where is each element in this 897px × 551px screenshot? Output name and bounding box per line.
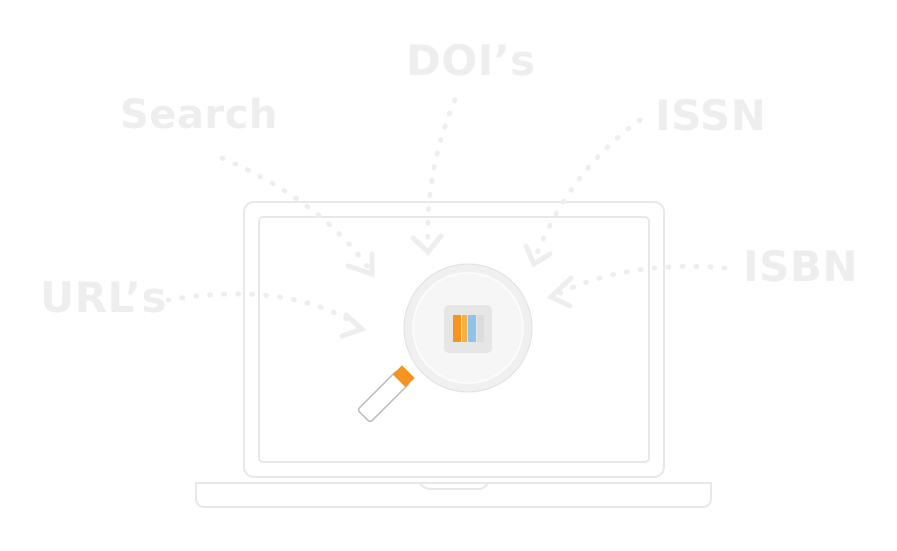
laptop-base (195, 482, 712, 508)
laptop-icon (195, 201, 712, 508)
handle-ring (392, 365, 415, 388)
label-issn: ISSN (655, 91, 767, 140)
arrow-doi (425, 97, 458, 253)
arrow-urls (165, 291, 361, 329)
label-isbn: ISBN (743, 242, 859, 291)
magnifying-glass-icon (357, 263, 533, 423)
lens-glare (412, 272, 524, 384)
arrows (165, 97, 728, 339)
library-books-logo-icon (444, 305, 492, 353)
arrow-isbn (557, 263, 728, 296)
arrow-issn-head (523, 243, 553, 268)
arrow-doi-head (410, 233, 444, 256)
label-urls: URL’s (40, 273, 168, 322)
label-search: Search (120, 92, 278, 138)
laptop-screen (258, 216, 650, 463)
laptop-notch (419, 482, 489, 490)
label-doi: DOI’s (406, 36, 536, 85)
arrow-search-head (345, 251, 375, 278)
arrow-isbn-head (546, 275, 574, 309)
arrow-urls-head (339, 312, 367, 339)
laptop-lid (243, 201, 665, 478)
arrow-issn (532, 117, 643, 261)
arrow-search (219, 155, 373, 273)
